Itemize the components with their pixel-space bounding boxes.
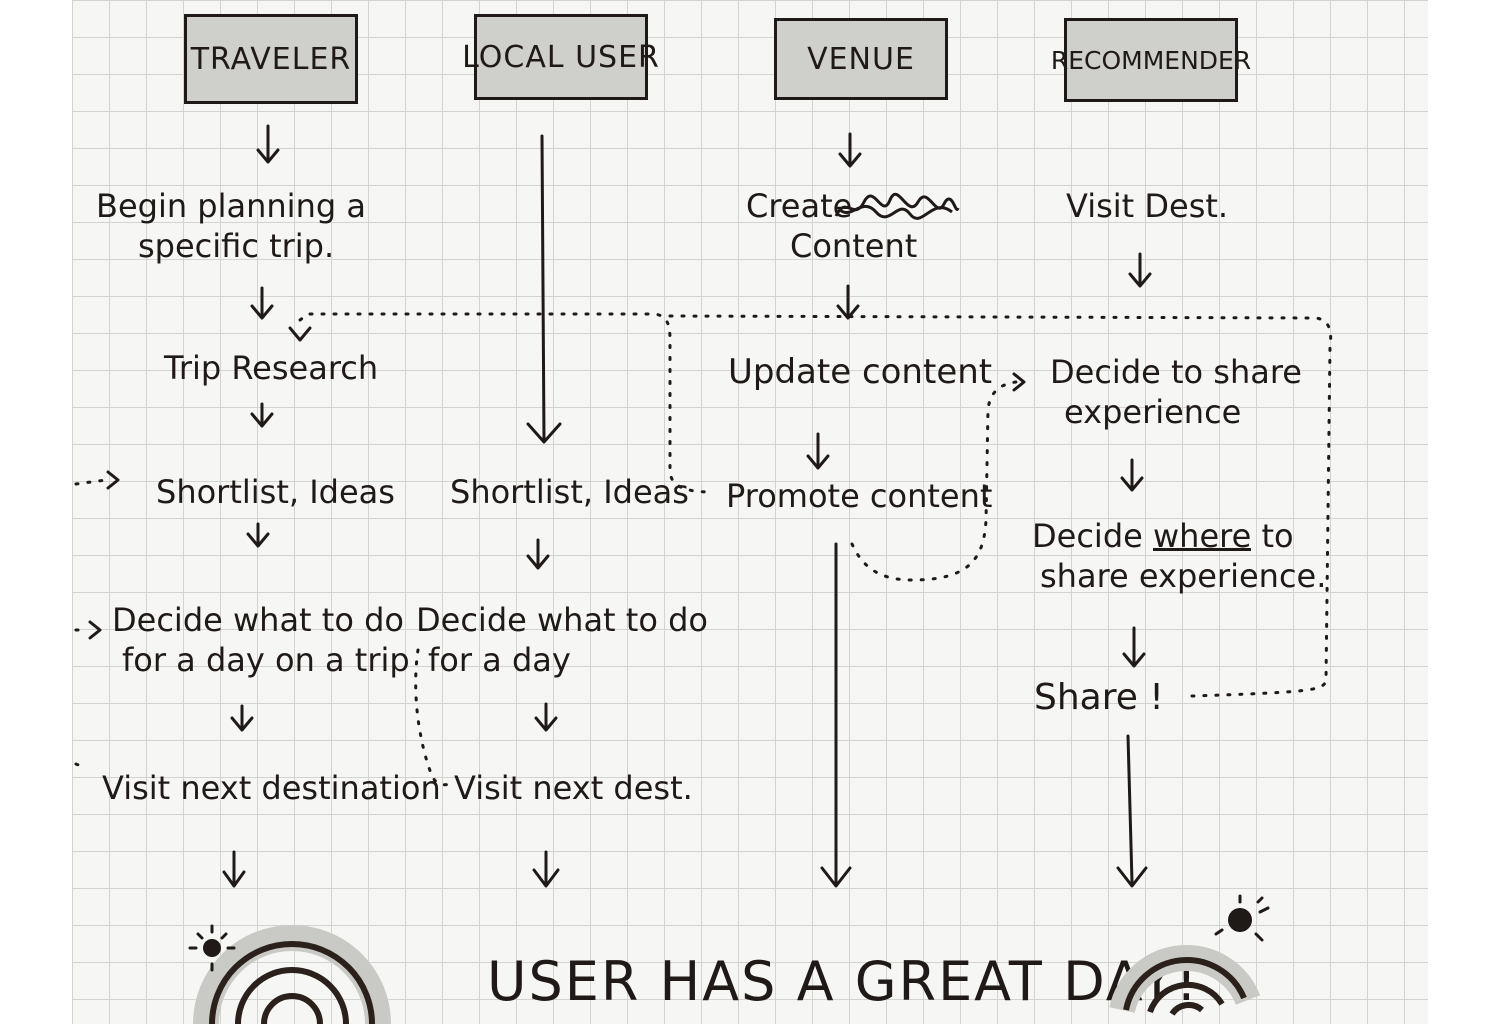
header-traveler: TRAVELER bbox=[184, 14, 358, 104]
local-decide-day: Decide what to do for a day bbox=[416, 600, 708, 680]
recommender-decide-where-line1: Decide where to bbox=[1032, 516, 1326, 556]
recommender-decide-share-line2: experience bbox=[1064, 393, 1242, 431]
recommender-share: Share ! bbox=[1034, 677, 1164, 718]
traveler-visit-next: Visit next destination bbox=[102, 769, 441, 807]
header-venue: VENUE bbox=[774, 18, 948, 100]
recommender-decide-share: Decide to share experience bbox=[1050, 352, 1302, 432]
header-local-user: LOCAL USER bbox=[462, 14, 659, 100]
recommender-visit-dest: Visit Dest. bbox=[1066, 187, 1229, 225]
local-visit-next: Visit next dest. bbox=[454, 769, 693, 807]
decide-where-emphasis: where bbox=[1152, 517, 1252, 555]
header-recommender: RECOMMENDER bbox=[1051, 18, 1251, 102]
venue-update-content: Update content bbox=[728, 352, 993, 392]
venue-promote-content: Promote content bbox=[726, 477, 993, 515]
traveler-begin-planning-line1: Begin planning a bbox=[96, 187, 366, 225]
sun-right bbox=[1214, 894, 1270, 942]
decide-where-prefix: Decide bbox=[1032, 517, 1153, 555]
local-user-arrows bbox=[526, 134, 562, 888]
flow-arrows bbox=[74, 124, 1333, 1024]
traveler-decide-day-line2: for a day on a trip bbox=[122, 641, 410, 679]
recommender-decide-where: Decide where to share experience. bbox=[1032, 516, 1326, 596]
traveler-decide-day-line1: Decide what to do bbox=[112, 601, 404, 639]
traveler-trip-research: Trip Research bbox=[164, 349, 379, 387]
scribbled-word bbox=[834, 192, 960, 220]
sun-left bbox=[188, 924, 236, 972]
rainbow-left bbox=[193, 925, 391, 1024]
local-decide-day-line2: for a day bbox=[428, 641, 571, 679]
conclusion-text: USER HAS A GREAT DAY! bbox=[487, 950, 1200, 1013]
recommender-decide-where-line2: share experience. bbox=[1040, 557, 1327, 595]
venue-create-content: Create Content bbox=[746, 186, 917, 266]
decide-where-suffix: to bbox=[1251, 517, 1294, 555]
traveler-begin-planning: Begin planning a specific trip. bbox=[96, 186, 366, 266]
recommender-arrows bbox=[1116, 252, 1152, 888]
venue-create-content-line1: Create bbox=[746, 187, 853, 225]
local-decide-day-line1: Decide what to do bbox=[416, 601, 708, 639]
recommender-decide-share-line1: Decide to share bbox=[1050, 353, 1302, 391]
venue-arrows bbox=[806, 132, 862, 888]
grid-paper: TRAVELER LOCAL USER VENUE RECOMMENDER Be… bbox=[72, 0, 1428, 1024]
traveler-shortlist-ideas: Shortlist, Ideas bbox=[156, 473, 395, 511]
traveler-arrows bbox=[222, 124, 280, 888]
local-shortlist-ideas: Shortlist, Ideas bbox=[450, 473, 689, 511]
rainbow-right bbox=[1109, 944, 1261, 1016]
traveler-begin-planning-line2: specific trip. bbox=[138, 227, 335, 265]
venue-create-content-line2: Content bbox=[790, 227, 918, 265]
traveler-decide-day: Decide what to do for a day on a trip bbox=[112, 600, 410, 680]
dotted-connectors bbox=[74, 312, 1333, 787]
